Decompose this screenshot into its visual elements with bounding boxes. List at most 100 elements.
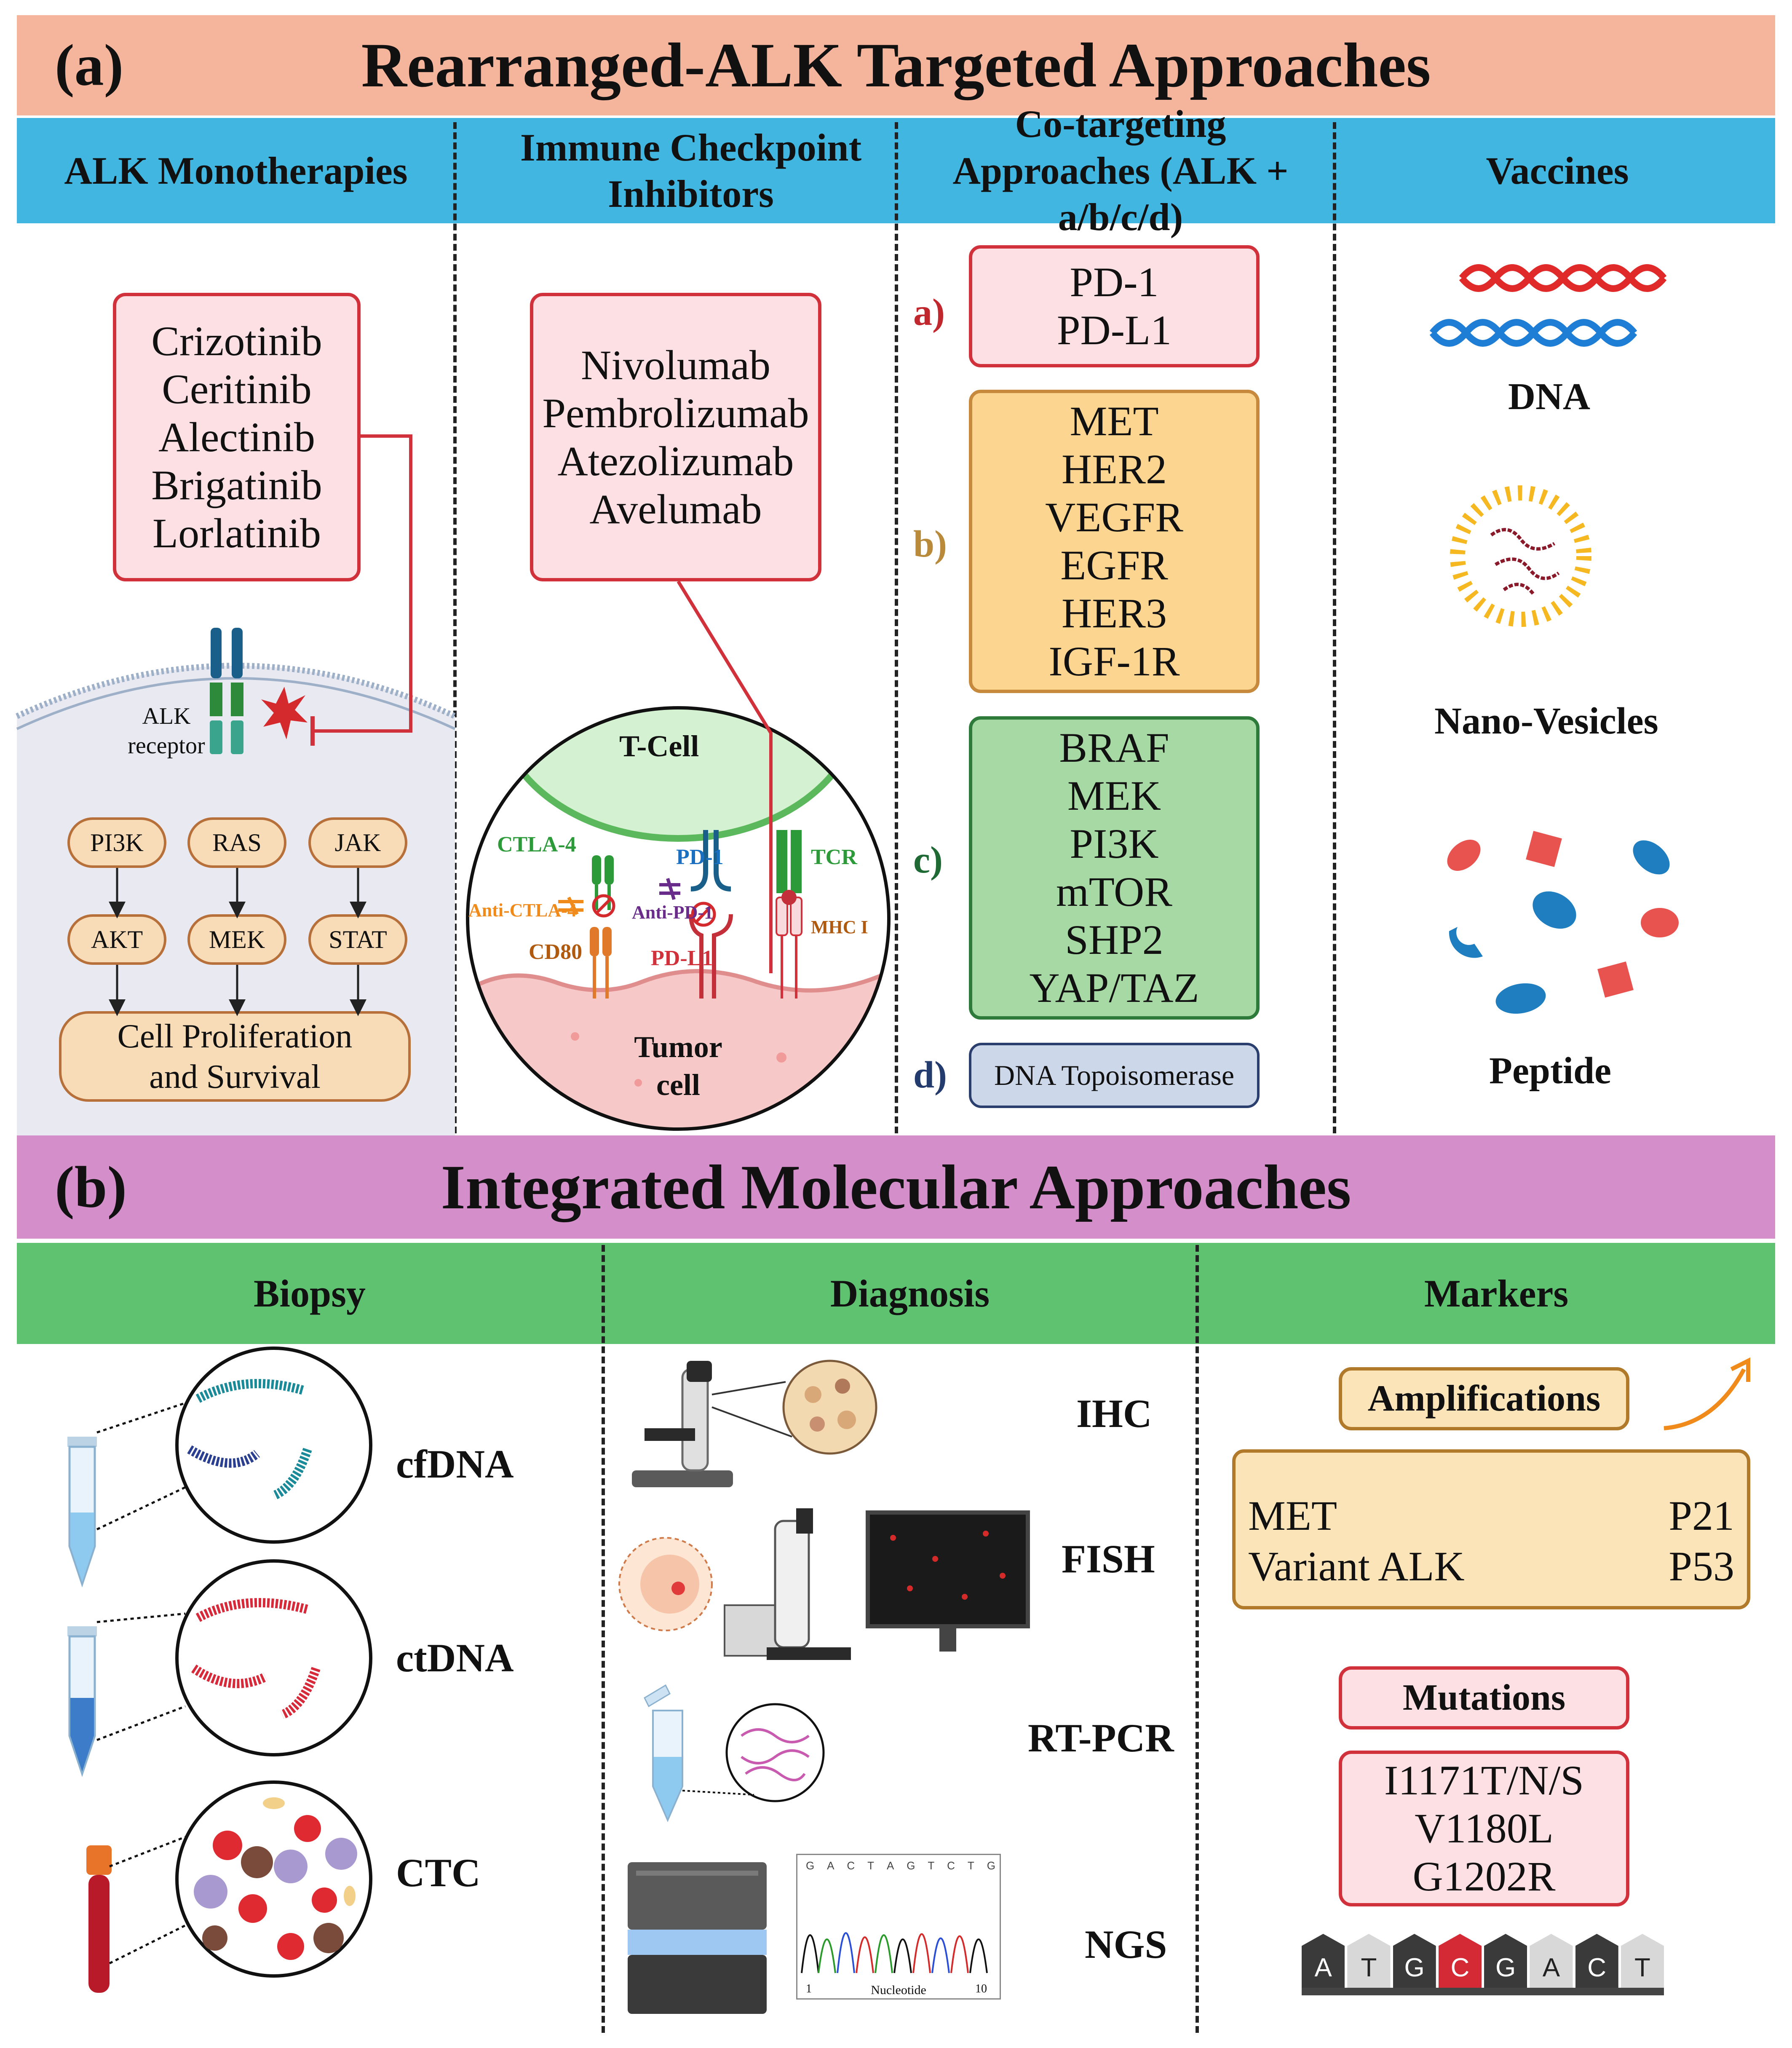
drug-crizotinib: Crizotinib [151, 317, 322, 364]
cotarget-c-item-4: SHP2 [1065, 916, 1163, 963]
chromatogram-base: C [947, 1859, 955, 1872]
chromatogram-base: C [847, 1859, 855, 1872]
mutation-2: G1202R [1412, 1853, 1556, 1900]
header-alk-monotherapies: ALK Monotherapies [64, 149, 408, 192]
mutations-list-box: I1171T/N/S V1180L G1202R [1339, 1751, 1629, 1906]
drug-avelumab: Avelumab [589, 485, 762, 533]
monotherapy-drug-box: Crizotinib Ceritinib Alectinib Brigatini… [113, 293, 361, 581]
amp-row-0: MET P21 [1248, 1491, 1734, 1541]
divider-a-2 [895, 122, 898, 1133]
mutations-title-box: Mutations [1339, 1666, 1629, 1729]
cotarget-c-item-3: mTOR [1056, 868, 1172, 915]
biopsy-ctc-label: CTC [396, 1850, 481, 1895]
amp-row-0-left: MET [1248, 1492, 1337, 1539]
header-markers: Markers [1424, 1272, 1569, 1315]
pathway-outcome: Cell Proliferation and Survival [59, 1011, 411, 1102]
diagnosis-fish-label: FISH [1062, 1537, 1155, 1581]
tcr-label: TCR [811, 845, 857, 869]
amp-row-1-right: P53 [1669, 1543, 1734, 1590]
pdl1-label: PD-L1 [651, 946, 713, 970]
pathway-arrows [109, 868, 366, 1016]
vaccine-nano-label: Nano-Vesicles [1434, 700, 1658, 742]
tumor-cell-label: Tumor cell [623, 1028, 733, 1104]
cotarget-b-item-2: VEGFR [1045, 494, 1183, 541]
sequence-base: C [1575, 1934, 1618, 1989]
sequence-base: G [1484, 1934, 1527, 1989]
drug-nivolumab: Nivolumab [581, 341, 770, 388]
chromatogram-base: T [928, 1859, 935, 1872]
sequence-base: C [1438, 1934, 1482, 1989]
cotarget-b-item-4: HER3 [1062, 590, 1167, 637]
ngs-sequencer-icon [628, 1862, 767, 2014]
cotarget-c-item-1: MEK [1067, 772, 1161, 819]
drug-atezolizumab: Atezolizumab [557, 437, 794, 485]
cotarget-a-item-0: PD-1 [1070, 259, 1159, 305]
biopsy-illustrations [67, 1347, 372, 1993]
panel-b-title: Integrated Molecular Approaches [441, 1152, 1351, 1222]
chromatogram-base: A [886, 1859, 894, 1872]
cotarget-a-item-1: PD-L1 [1056, 307, 1172, 353]
divider-a-1 [453, 122, 457, 1133]
cotarget-b-item-0: MET [1070, 398, 1159, 444]
mutation-0: I1171T/N/S [1384, 1757, 1584, 1804]
cotarget-box-c: BRAF MEK PI3K mTOR SHP2 YAP/TAZ [969, 716, 1260, 1020]
header-vaccines: Vaccines [1486, 149, 1629, 192]
divider-b-1 [602, 1245, 605, 2033]
header-cotargeting: Co-targeting Approaches (ALK + a/b/c/d) [952, 102, 1289, 239]
vaccine-dna-label: DNA [1508, 376, 1590, 418]
chromatogram-base: A [827, 1859, 834, 1872]
peptide-vaccine-icon [1447, 831, 1679, 1014]
sequence-base: A [1302, 1934, 1345, 1989]
biopsy-cfdna-label: cfDNA [396, 1442, 514, 1486]
pd1-label: PD-1 [676, 845, 724, 869]
pathway-mek: MEK [187, 914, 286, 965]
chromatogram-base: T [967, 1859, 974, 1872]
pathway-stat: STAT [308, 914, 407, 965]
pathway-akt: AKT [67, 914, 166, 965]
amplifications-title: Amplifications [1367, 1378, 1601, 1419]
pathway-jak: JAK [308, 817, 407, 868]
checkpoint-drug-box: Nivolumab Pembrolizumab Atezolizumab Ave… [530, 293, 821, 581]
increase-arrow-icon [1664, 1357, 1750, 1430]
sequence-base: T [1621, 1934, 1664, 1989]
panel-a-banner: (a) Rearranged-ALK Targeted Approaches [17, 15, 1775, 115]
amplifications-list-box: MET P21 Variant ALK P53 [1232, 1449, 1750, 1609]
cotarget-letter-c: c) [913, 839, 943, 881]
alk-receptor-label: ALK receptor [118, 701, 215, 760]
cotarget-c-item-2: PI3K [1070, 820, 1159, 867]
chromatogram-base: T [867, 1859, 875, 1872]
dna-vaccine-icon [1429, 264, 1667, 347]
outcome-line1: Cell Proliferation [117, 1017, 353, 1055]
amp-row-1: Variant ALK P53 [1248, 1541, 1734, 1592]
drug-alectinib: Alectinib [158, 413, 316, 460]
anti-pd1-label: Anti-PD-1 [632, 902, 714, 923]
alk-receptor-icon [210, 628, 308, 754]
drug-pembrolizumab: Pembrolizumab [542, 389, 809, 436]
panel-a-letter: (a) [55, 32, 124, 98]
cotarget-d-item-0: DNA Topoisomerase [994, 1059, 1235, 1091]
cotarget-letter-d: d) [913, 1054, 947, 1096]
cotarget-b-item-5: IGF-1R [1048, 638, 1180, 685]
amp-row-1-left: Variant ALK [1248, 1543, 1465, 1590]
tumor-line1: Tumor [634, 1030, 722, 1064]
diagnosis-ihc-label: IHC [1076, 1391, 1152, 1436]
cd80-label: CD80 [529, 940, 583, 964]
cotarget-box-a: PD-1 PD-L1 [969, 245, 1260, 367]
panel-b-letter: (b) [55, 1154, 127, 1220]
pathway-ras: RAS [187, 817, 286, 868]
chromatogram-base: G [806, 1859, 815, 1872]
chromatogram-peaks [801, 1932, 988, 1973]
t-cell-label: T-Cell [619, 729, 699, 763]
pathway-pi3k: PI3K [67, 817, 166, 868]
chromatogram-axis-start: 1 [806, 1982, 812, 1995]
divider-b-2 [1196, 1245, 1199, 2033]
chromatogram-base: G [907, 1859, 915, 1872]
divider-a-3 [1333, 122, 1336, 1133]
cotarget-b-item-3: EGFR [1060, 542, 1168, 589]
panel-b-header-bar: Biopsy Diagnosis Markers [17, 1243, 1775, 1344]
sequence-base: G [1393, 1934, 1436, 1989]
outcome-line2: and Survival [149, 1058, 321, 1095]
